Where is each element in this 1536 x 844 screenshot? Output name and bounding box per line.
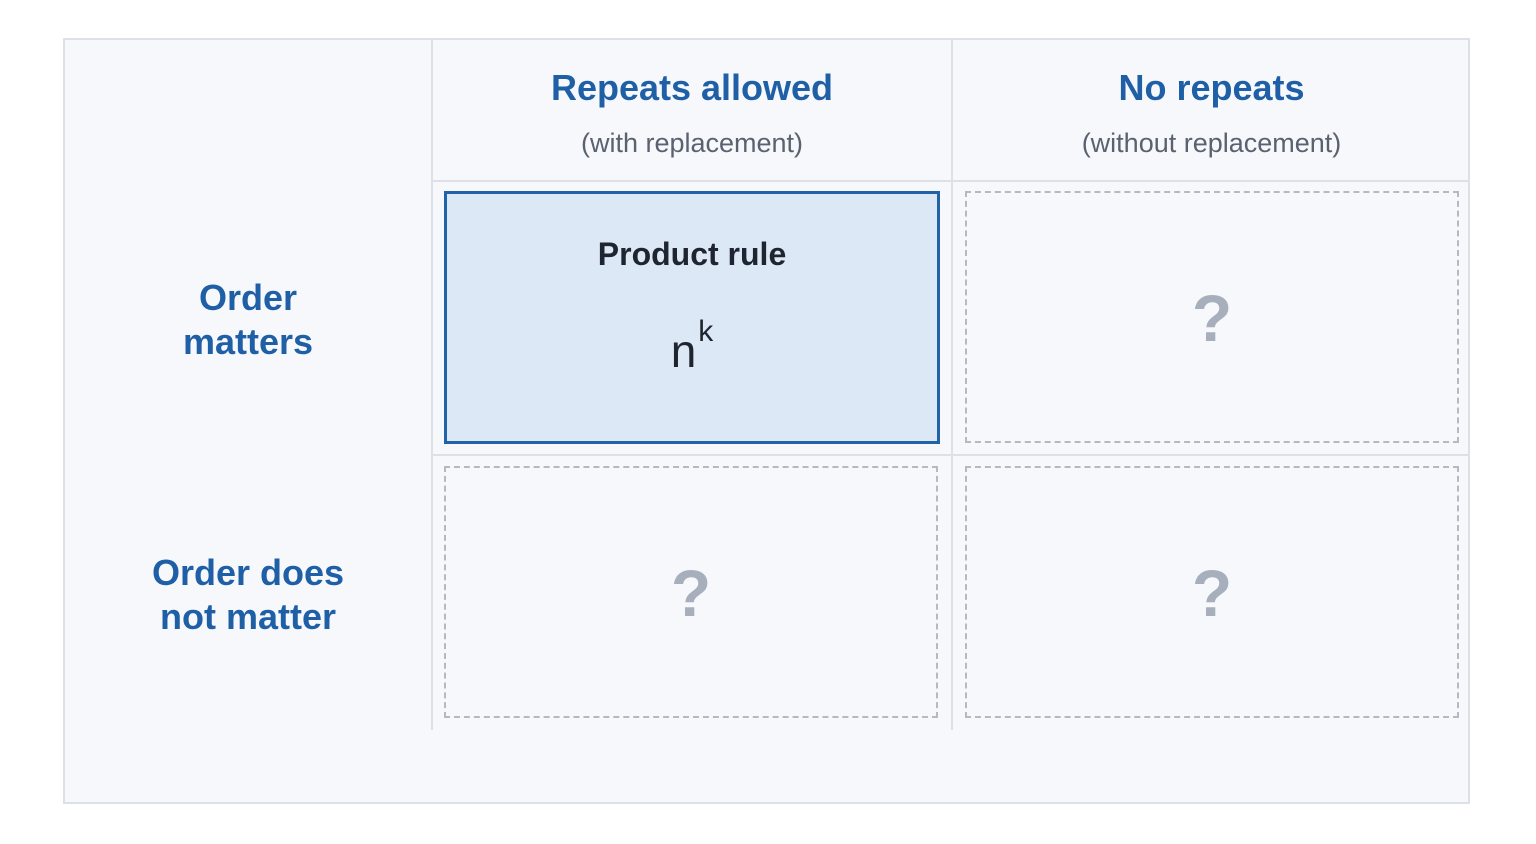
row-header-order-matters: Order matters	[65, 276, 431, 364]
rule-name: Product rule	[597, 236, 787, 272]
row-header-line: matters	[182, 321, 314, 362]
row-header-line: not matter	[159, 596, 336, 637]
grid-divider-horizontal-middle	[431, 454, 1470, 456]
row-header-line: Order does	[151, 552, 345, 593]
cell-order-matters-no-repeats: ?	[965, 191, 1459, 443]
question-mark: ?	[1191, 556, 1233, 630]
cell-product-rule: Product rule nk	[444, 191, 940, 444]
question-mark: ?	[1191, 281, 1233, 355]
counting-grid-panel: Repeats allowed (with replacement) No re…	[63, 38, 1470, 804]
grid-divider-vertical-left	[431, 40, 433, 730]
grid-divider-vertical-middle	[951, 40, 953, 730]
row-header-line: Order	[198, 277, 298, 318]
column-subtitle: (without replacement)	[1081, 128, 1342, 158]
formula-exponent: k	[698, 315, 714, 348]
column-title: No repeats	[1118, 67, 1305, 108]
cell-order-does-not-matter-repeats: ?	[444, 466, 938, 718]
column-header-repeats-allowed: Repeats allowed (with replacement)	[433, 40, 951, 159]
column-header-no-repeats: No repeats (without replacement)	[953, 40, 1470, 159]
cell-order-does-not-matter-no-repeats: ?	[965, 466, 1459, 718]
formula-base: n	[670, 325, 697, 377]
column-subtitle: (with replacement)	[580, 128, 804, 158]
question-mark: ?	[670, 556, 712, 630]
row-header-order-does-not-matter: Order does not matter	[65, 551, 431, 639]
grid-divider-horizontal-top	[431, 180, 1470, 182]
column-title: Repeats allowed	[550, 67, 834, 108]
formula: nk	[447, 315, 937, 383]
